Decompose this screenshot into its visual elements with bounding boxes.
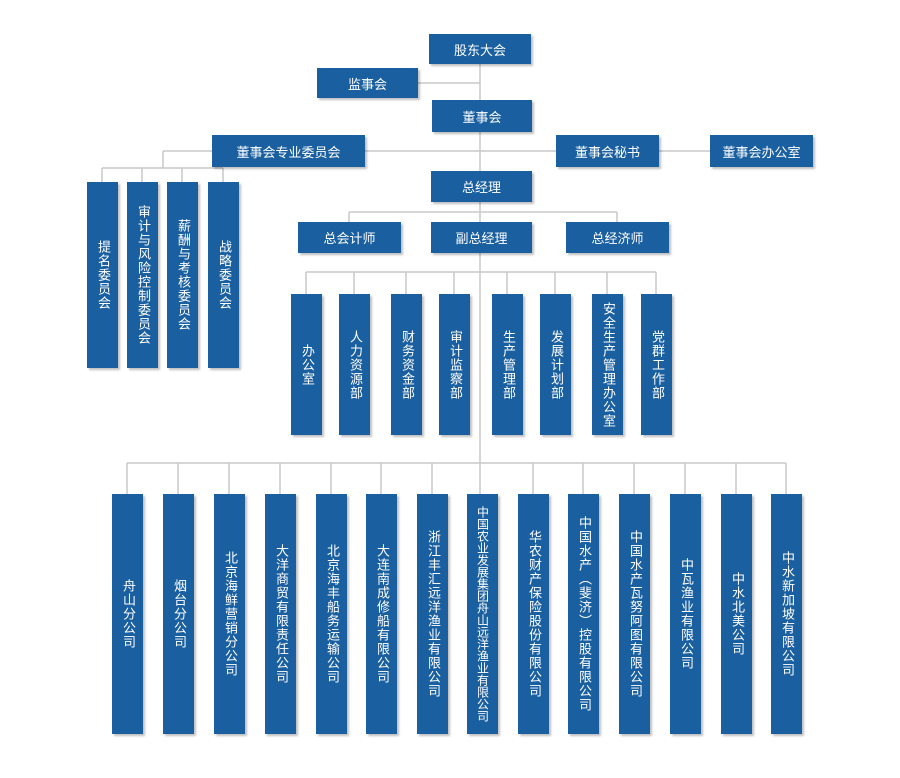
subsidiary-label: 舟山分公司	[120, 579, 135, 649]
subsidiary-box: 北京海鲜营销分公司	[214, 494, 245, 734]
subsidiary-box: 中瓦渔业有限公司	[670, 494, 701, 734]
department-label: 安全生产管理办公室	[600, 301, 615, 428]
department-box: 安全生产管理办公室	[592, 294, 623, 435]
subsidiary-label: 大洋商贸有限责任公司	[273, 544, 288, 684]
subsidiary-label: 中国水产瓦努阿图有限公司	[627, 530, 642, 698]
subsidiary-box: 烟台分公司	[163, 494, 194, 734]
subsidiary-box: 浙江丰汇远洋渔业有限公司	[417, 494, 448, 734]
committee-box: 审计与风险控制委员会	[127, 182, 158, 368]
board-committees-box: 董事会专业委员会	[212, 135, 365, 167]
subsidiary-box: 中国水产瓦努阿图有限公司	[619, 494, 650, 734]
department-box: 党群工作部	[641, 294, 672, 435]
department-label: 人力资源部	[347, 329, 362, 400]
subsidiary-box: 中国水产（斐济）控股有限公司	[568, 494, 599, 734]
department-box: 财务资金部	[391, 294, 422, 435]
subsidiary-box: 中水新加坡有限公司	[771, 494, 802, 734]
subsidiary-box: 中国农业发展集团舟山远洋渔业有限公司	[467, 494, 498, 734]
department-box: 发展计划部	[540, 294, 571, 435]
department-label: 财务资金部	[399, 329, 414, 400]
subsidiary-label: 烟台分公司	[171, 579, 186, 649]
subsidiary-label: 中国水产（斐济）控股有限公司	[576, 516, 591, 712]
deputy-gm-box: 副总经理	[431, 222, 532, 253]
committee-label: 审计与风险控制委员会	[135, 205, 150, 345]
board-box: 董事会	[432, 100, 532, 132]
subsidiary-label: 华农财产保险股份有限公司	[526, 530, 541, 698]
committee-label: 薪酬与考核委员会	[175, 219, 190, 331]
department-label: 党群工作部	[649, 329, 664, 400]
subsidiary-box: 北京海丰船务运输公司	[316, 494, 347, 734]
committee-label: 提名委员会	[95, 240, 110, 310]
subsidiary-label: 大连南成修船有限公司	[374, 544, 389, 684]
subsidiary-label: 中瓦渔业有限公司	[678, 558, 693, 670]
committee-box: 提名委员会	[87, 182, 118, 368]
department-box: 人力资源部	[339, 294, 370, 435]
department-box: 办公室	[291, 294, 322, 435]
department-label: 发展计划部	[548, 329, 563, 400]
committee-box: 薪酬与考核委员会	[167, 182, 198, 368]
subsidiary-label: 中国农业发展集团舟山远洋渔业有限公司	[475, 506, 490, 722]
general-manager-box: 总经理	[431, 171, 532, 202]
department-label: 生产管理部	[500, 329, 515, 400]
department-box: 审计监察部	[439, 294, 470, 435]
subsidiary-label: 中水北美公司	[729, 572, 744, 656]
subsidiary-box: 中水北美公司	[721, 494, 752, 734]
subsidiary-label: 中水新加坡有限公司	[779, 551, 794, 677]
department-box: 生产管理部	[492, 294, 523, 435]
chief-accountant-box: 总会计师	[298, 222, 401, 253]
shareholders-box: 股东大会	[429, 34, 531, 64]
subsidiary-label: 北京海丰船务运输公司	[324, 544, 339, 684]
subsidiary-box: 大洋商贸有限责任公司	[265, 494, 296, 734]
committee-label: 战略委员会	[216, 240, 231, 310]
board-secretary-box: 董事会秘书	[556, 135, 659, 167]
subsidiary-box: 舟山分公司	[112, 494, 143, 734]
department-label: 审计监察部	[447, 329, 462, 400]
subsidiary-label: 北京海鲜营销分公司	[222, 551, 237, 677]
board-office-box: 董事会办公室	[710, 135, 813, 167]
subsidiary-label: 浙江丰汇远洋渔业有限公司	[425, 530, 440, 698]
department-label: 办公室	[299, 343, 314, 386]
subsidiary-box: 华农财产保险股份有限公司	[518, 494, 549, 734]
chief-economist-box: 总经济师	[566, 222, 669, 253]
committee-box: 战略委员会	[208, 182, 239, 368]
supervisory-board-box: 监事会	[317, 68, 418, 98]
subsidiary-box: 大连南成修船有限公司	[366, 494, 397, 734]
